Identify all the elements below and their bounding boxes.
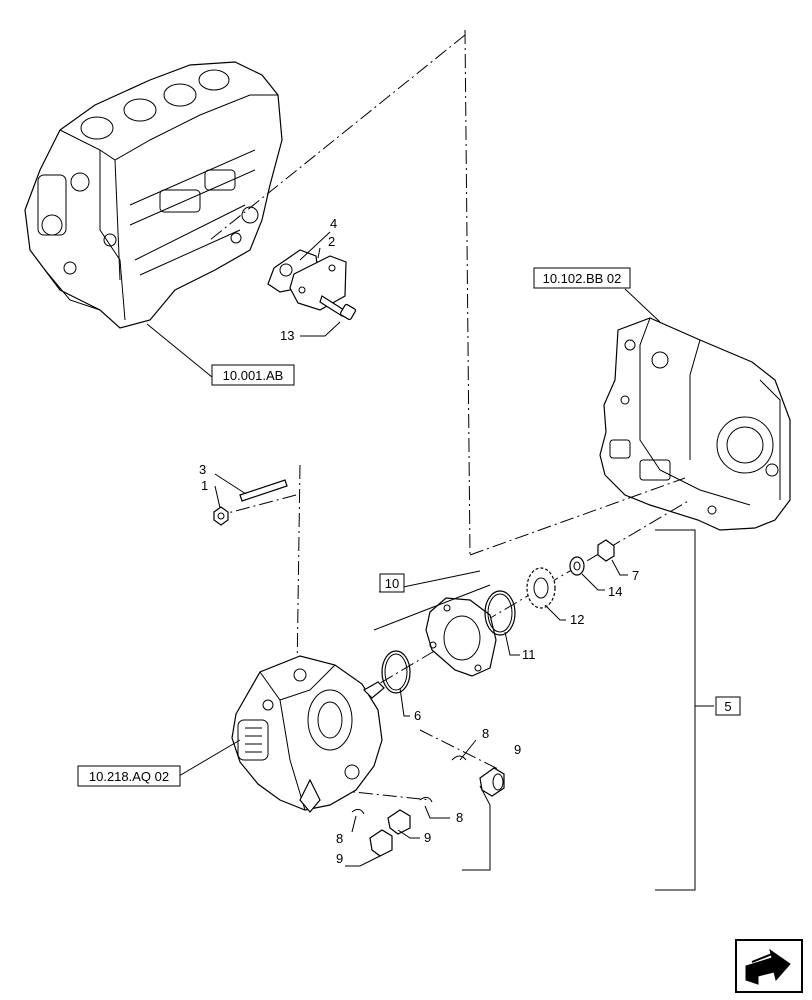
callout-8-lower: 8 <box>336 831 343 846</box>
callout-11: 11 <box>522 647 536 662</box>
callout-7: 7 <box>632 568 639 583</box>
callout-13: 13 <box>280 328 294 343</box>
ref-box-gear-housing[interactable]: 10.102.BB 02 <box>533 267 631 289</box>
callout-box-5: 5 <box>715 696 741 716</box>
engine-block-illustration <box>24 61 283 329</box>
ref-box-engine-block[interactable]: 10.001.AB <box>211 364 295 386</box>
fitting-9-lower-part <box>369 829 393 857</box>
svg-text:5: 5 <box>724 699 731 714</box>
callout-8-right: 8 <box>482 726 489 741</box>
injection-pump-illustration <box>231 655 385 813</box>
guide-lines <box>209 29 691 801</box>
callout-9-middle: 9 <box>424 830 431 845</box>
bolt-13-part <box>319 295 357 321</box>
svg-text:10.102.BB 02: 10.102.BB 02 <box>543 271 622 286</box>
callout-box-10: 10 <box>379 573 405 593</box>
svg-text:10.218.AQ 02: 10.218.AQ 02 <box>89 769 169 784</box>
leader-lines <box>146 231 714 891</box>
gear-12-part <box>526 567 556 609</box>
callout-14: 14 <box>608 584 622 599</box>
callout-6: 6 <box>414 708 421 723</box>
callout-9-right: 9 <box>514 742 521 757</box>
callout-3: 3 <box>199 462 206 477</box>
svg-text:10.001.AB: 10.001.AB <box>223 368 284 383</box>
callout-1: 1 <box>201 478 208 493</box>
ring-8-lower-part <box>351 808 365 815</box>
ring-8-middle-part <box>419 796 433 803</box>
o-ring-6-part <box>381 650 411 694</box>
callout-2: 2 <box>328 234 335 249</box>
ref-box-injection-pump[interactable]: 10.218.AQ 02 <box>77 765 181 787</box>
fitting-9-middle-part <box>387 809 411 835</box>
nut-1-part <box>213 506 229 526</box>
callout-8-middle: 8 <box>456 810 463 825</box>
o-ring-11-part <box>484 590 516 636</box>
callout-4: 4 <box>330 216 337 231</box>
callout-9-lower: 9 <box>336 851 343 866</box>
callout-numbers: 4 2 13 3 1 6 11 12 14 7 8 9 8 9 8 9 <box>199 216 639 866</box>
svg-text:10: 10 <box>385 576 399 591</box>
next-page-arrow-icon[interactable] <box>735 939 803 993</box>
gear-housing-illustration <box>599 317 791 531</box>
ring-8-right-part <box>451 755 467 761</box>
callout-12: 12 <box>570 612 584 627</box>
washer-14-part <box>569 556 585 576</box>
nut-7-part <box>597 539 615 562</box>
flange-10-part <box>425 597 497 677</box>
stud-3-part <box>239 479 288 502</box>
